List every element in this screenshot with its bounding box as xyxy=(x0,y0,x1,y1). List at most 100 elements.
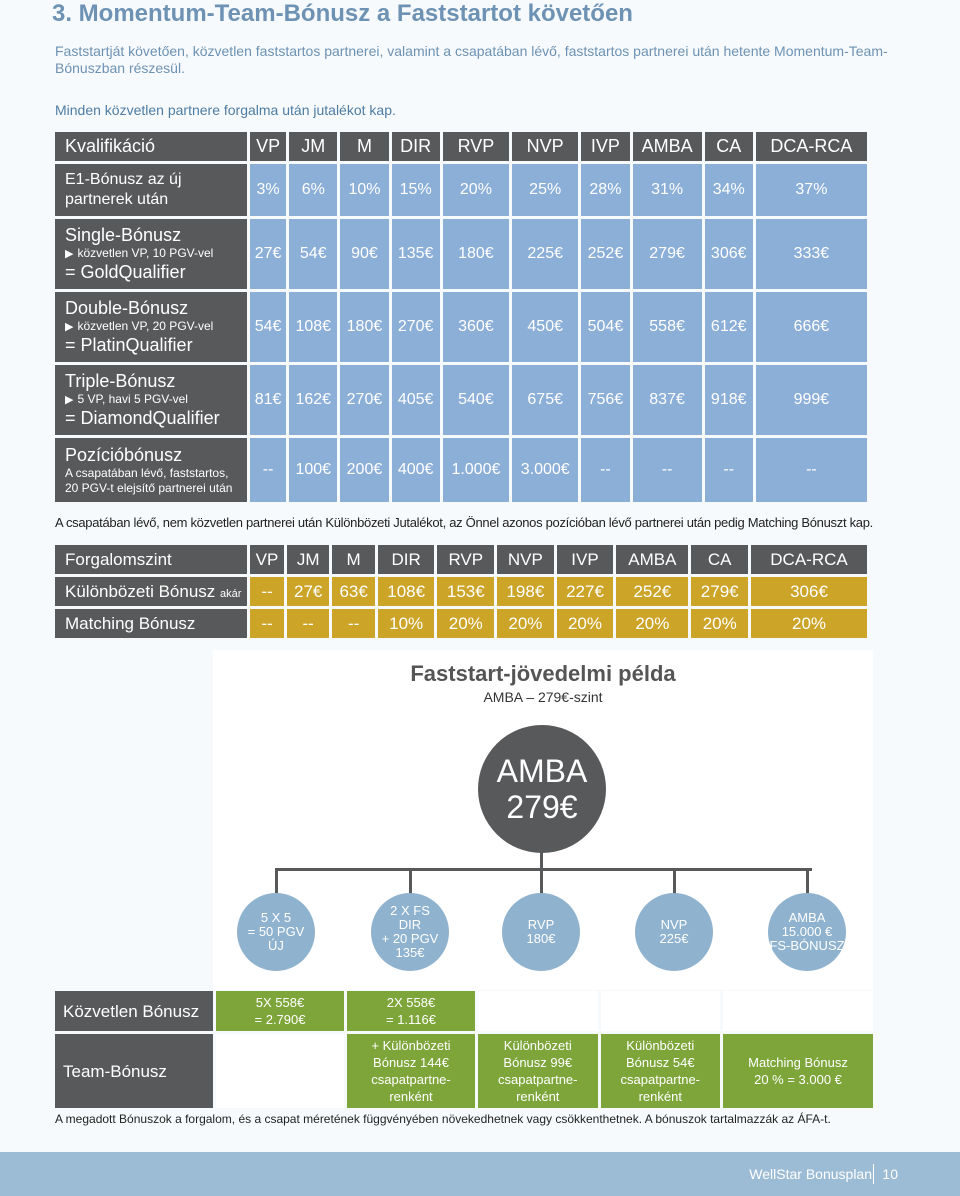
table-cell: -- xyxy=(704,438,753,502)
col-header: DIR xyxy=(377,545,435,574)
col-header: CA xyxy=(704,132,753,161)
table-cell: 135€ xyxy=(391,219,440,289)
page-title: 3. Momentum-Team-Bónusz a Faststartot kö… xyxy=(52,0,633,27)
table-cell: Matching Bónusz 20 % = 3.000 € xyxy=(723,1034,873,1108)
table-cell: -- xyxy=(250,577,284,606)
table-cell: 252€ xyxy=(616,577,689,606)
tree-connector xyxy=(673,868,676,894)
table-cell: 3% xyxy=(250,164,287,216)
col-header: M xyxy=(332,545,375,574)
page-number: 10 xyxy=(882,1166,898,1182)
col-header: RVP xyxy=(437,545,495,574)
tree-connector xyxy=(275,868,278,894)
row-label: Különbözeti Bónusz akár xyxy=(55,577,247,606)
col-header: NVP xyxy=(497,545,554,574)
table-cell: 279€ xyxy=(691,577,749,606)
table-cell: -- xyxy=(632,438,702,502)
table-cell: 306€ xyxy=(751,577,867,606)
table-cell: 6% xyxy=(289,164,338,216)
row-label: Double-Bónusz ▶közvetlen VP, 20 PGV-vel … xyxy=(55,292,247,362)
table-cell: 666€ xyxy=(755,292,867,362)
footer-bar: WellStar Bonusplan 10 xyxy=(0,1152,960,1196)
table-cell: 558€ xyxy=(632,292,702,362)
col-header: RVP xyxy=(442,132,510,161)
bonus-header-label: Forgalomszint xyxy=(55,545,247,574)
table-cell: 2X 558€ = 1.116€ xyxy=(347,991,475,1031)
table-cell: 333€ xyxy=(755,219,867,289)
table-cell: 20% xyxy=(616,609,689,638)
table-cell: 405€ xyxy=(391,365,440,435)
diff-bonus-row: Különbözeti Bónusz akár -- 27€ 63€ 108€ … xyxy=(55,577,867,606)
table-cell: 5X 558€ = 2.790€ xyxy=(216,991,344,1031)
table-cell: 25% xyxy=(512,164,579,216)
table-cell: 108€ xyxy=(377,577,435,606)
table-cell: 20% xyxy=(691,609,749,638)
table-row: Pozícióbónusz A csapatában lévő, faststa… xyxy=(55,438,867,502)
table-cell: 306€ xyxy=(704,219,753,289)
table-cell: 37% xyxy=(755,164,867,216)
empty-cell xyxy=(216,1034,344,1108)
table-row: E1-Bónusz az új partnerek után 3% 6% 10%… xyxy=(55,164,867,216)
table-cell: -- xyxy=(755,438,867,502)
table-cell: 20% xyxy=(751,609,867,638)
table-cell: 20% xyxy=(497,609,554,638)
row-label: Team-Bónusz xyxy=(55,1034,213,1108)
table-cell: -- xyxy=(250,438,287,502)
qualification-header-label: Kvalifikáció xyxy=(55,132,247,161)
table-cell: 400€ xyxy=(391,438,440,502)
table-cell: 756€ xyxy=(581,365,630,435)
col-header: JM xyxy=(289,132,338,161)
row-label: Triple-Bónusz ▶5 VP, havi 5 PGV-vel = Di… xyxy=(55,365,247,435)
differential-note: A csapatában lévő, nem közvetlen partner… xyxy=(55,515,873,530)
table-cell: 360€ xyxy=(442,292,510,362)
table-cell: 540€ xyxy=(442,365,510,435)
col-header: JM xyxy=(286,545,330,574)
empty-cell xyxy=(723,991,873,1031)
table-cell: + Különbözeti Bónusz 144€ csapatpartne- … xyxy=(347,1034,475,1108)
table-cell: 15% xyxy=(391,164,440,216)
table-cell: 270€ xyxy=(340,365,389,435)
table-cell: 10% xyxy=(340,164,389,216)
intro-text: Faststartját követően, közvetlen faststa… xyxy=(55,43,888,76)
tree-node: 2 X FS DIR + 20 PGV 135€ xyxy=(371,893,449,971)
table-cell: 918€ xyxy=(704,365,753,435)
tree-connector xyxy=(409,868,412,894)
table-cell: 153€ xyxy=(437,577,495,606)
table-cell: -- xyxy=(250,609,284,638)
amba-main-circle: AMBA 279€ xyxy=(478,725,606,853)
table-cell: 31% xyxy=(632,164,702,216)
tree-node: NVP 225€ xyxy=(635,893,713,971)
play-arrow-icon: ▶ xyxy=(65,321,74,333)
tree-node: AMBA 15.000 € FS-BÓNUSZ xyxy=(768,893,846,971)
table-cell: 1.000€ xyxy=(442,438,510,502)
col-header: VP xyxy=(250,132,287,161)
table-cell: 81€ xyxy=(250,365,287,435)
table-row: Double-Bónusz ▶közvetlen VP, 20 PGV-vel … xyxy=(55,292,867,362)
table-cell: 200€ xyxy=(340,438,389,502)
table-cell: -- xyxy=(332,609,375,638)
table-cell: 20% xyxy=(556,609,614,638)
tree-connector xyxy=(275,868,812,871)
row-label: Matching Bónusz xyxy=(55,609,247,638)
table-cell: 198€ xyxy=(497,577,554,606)
table-cell: Különbözeti Bónusz 99€ csapatpartne- ren… xyxy=(478,1034,598,1108)
empty-cell xyxy=(478,991,598,1031)
col-header: M xyxy=(340,132,389,161)
row-label: E1-Bónusz az új partnerek után xyxy=(55,164,247,216)
table-cell: 999€ xyxy=(755,365,867,435)
table-cell: 108€ xyxy=(289,292,338,362)
team-bonus-row: Team-Bónusz + Különbözeti Bónusz 144€ cs… xyxy=(55,1034,873,1108)
table-cell: 63€ xyxy=(332,577,375,606)
col-header: DIR xyxy=(391,132,440,161)
table-cell: 10% xyxy=(377,609,435,638)
bonus-header-row: Forgalomszint VP JM M DIR RVP NVP IVP AM… xyxy=(55,545,867,574)
bonus-table: Forgalomszint VP JM M DIR RVP NVP IVP AM… xyxy=(52,542,870,641)
table-cell: Különbözeti Bónusz 54€ csapatpartne- ren… xyxy=(600,1034,721,1108)
col-header: IVP xyxy=(556,545,614,574)
tree-connector xyxy=(806,868,809,894)
tree-connector xyxy=(540,868,543,894)
bottom-note: A megadott Bónuszok a forgalom, és a csa… xyxy=(55,1112,831,1126)
col-header: NVP xyxy=(512,132,579,161)
table-cell: 27€ xyxy=(286,577,330,606)
table-cell: 162€ xyxy=(289,365,338,435)
